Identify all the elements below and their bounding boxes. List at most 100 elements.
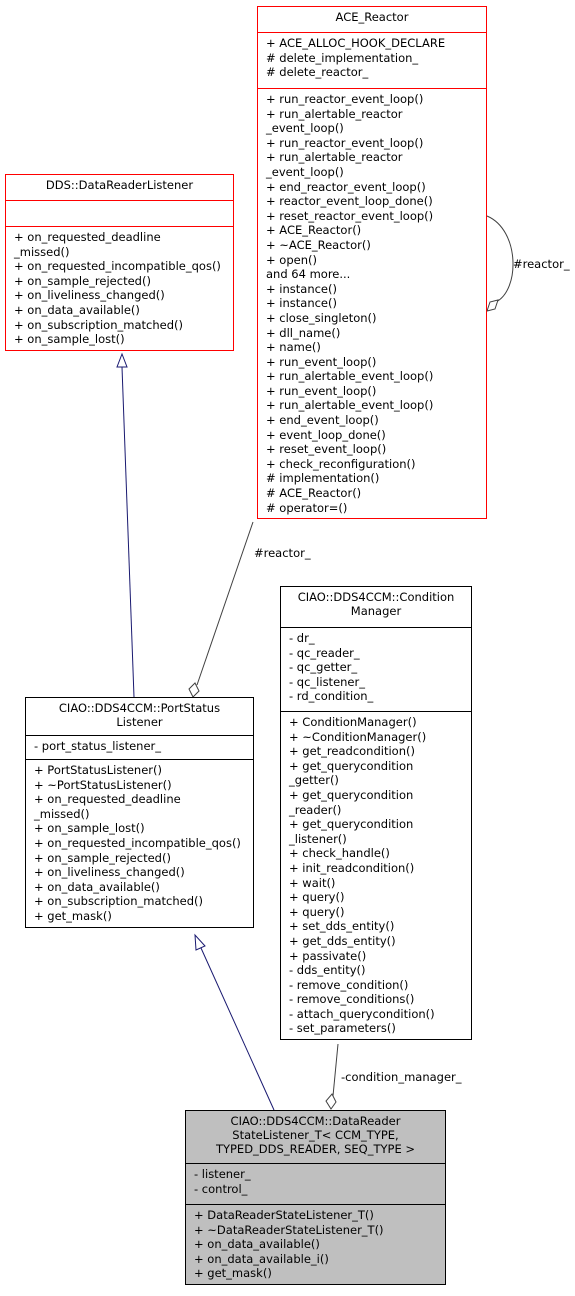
class-operation[interactable]: + close_singleton() — [266, 310, 377, 325]
class-operation[interactable]: + on_data_available() — [194, 1237, 320, 1252]
class-dds-datareaderlistener[interactable]: DDS::DataReaderListener + on_requested_d… — [5, 174, 234, 351]
class-attribute[interactable]: - qc_reader_ — [289, 645, 360, 660]
class-title-line: Manager — [350, 604, 402, 618]
class-operation[interactable]: - attach_querycondition() — [289, 1006, 435, 1021]
class-operation[interactable]: + passivate() — [289, 948, 367, 963]
class-operation[interactable]: + run_reactor_event_loop() — [266, 135, 424, 150]
class-operation[interactable]: + on_sample_rejected() — [14, 273, 151, 288]
class-operation[interactable]: + instance() — [266, 281, 337, 296]
class-attribute[interactable]: - control_ — [194, 1181, 248, 1196]
class-operation[interactable]: + run_alertable_event_loop() — [266, 398, 434, 413]
class-operation[interactable]: + wait() — [289, 875, 336, 890]
class-operation[interactable]: + on_liveliness_changed() — [14, 288, 165, 303]
class-operation[interactable]: + reset_reactor_event_loop() — [266, 208, 434, 223]
class-operation[interactable]: + get_mask() — [34, 908, 112, 923]
class-operation[interactable]: + init_readcondition() — [289, 860, 415, 875]
class-operation[interactable]: + dll_name() — [266, 325, 341, 340]
class-operation[interactable]: + on_data_available() — [14, 302, 140, 317]
class-operation[interactable]: _listener() — [289, 831, 347, 846]
class-operation[interactable]: + on_requested_incompatible_qos() — [14, 259, 221, 274]
class-attribute[interactable]: - rd_condition_ — [289, 689, 374, 704]
class-operation[interactable]: + on_subscription_matched() — [14, 317, 183, 332]
class-operation[interactable]: + on_sample_lost() — [14, 332, 125, 347]
class-operation[interactable]: + get_querycondition — [289, 817, 414, 832]
class-operation[interactable]: # implementation() — [266, 471, 380, 486]
class-operation[interactable]: + on_sample_lost() — [34, 821, 145, 836]
class-operation[interactable]: + query() — [289, 904, 345, 919]
class-operation[interactable]: # ACE_Reactor() — [266, 486, 362, 501]
class-operation[interactable]: + open() — [266, 252, 317, 267]
class-operation[interactable]: + get_mask() — [194, 1266, 272, 1281]
class-operation[interactable]: _event_loop() — [266, 121, 344, 136]
class-operation[interactable]: + run_event_loop() — [266, 383, 377, 398]
class-attribute[interactable]: + ACE_ALLOC_HOOK_DECLARE — [266, 36, 446, 50]
class-operation[interactable]: + get_dds_entity() — [289, 933, 396, 948]
class-operation[interactable]: + PortStatusListener() — [34, 763, 162, 777]
class-operations: + on_requested_deadline_missed()+ on_req… — [6, 226, 233, 350]
class-operation[interactable]: _event_loop() — [266, 164, 344, 179]
class-operation[interactable]: + ~ACE_Reactor() — [266, 237, 371, 252]
class-operations: + DataReaderStateListener_T()+ ~DataRead… — [186, 1204, 445, 1284]
class-attribute[interactable]: - dr_ — [289, 631, 315, 645]
class-attributes — [6, 200, 233, 226]
class-operation[interactable]: + run_event_loop() — [266, 354, 377, 369]
class-operation[interactable]: - remove_condition() — [289, 977, 409, 992]
class-attributes: - dr_- qc_reader_- qc_getter_- qc_listen… — [281, 627, 471, 711]
class-operation[interactable]: # operator=() — [266, 500, 348, 515]
class-operation[interactable]: + set_dds_entity() — [289, 919, 395, 934]
class-operation[interactable]: + ~DataReaderStateListener_T() — [194, 1222, 384, 1237]
class-operation[interactable]: + DataReaderStateListener_T() — [194, 1208, 374, 1222]
class-operation[interactable]: + on_liveliness_changed() — [34, 865, 185, 880]
class-title-line: CIAO::DDS4CCM::DataReader — [230, 1114, 401, 1128]
class-operation[interactable]: + on_requested_incompatible_qos() — [34, 835, 241, 850]
class-attribute[interactable]: # delete_implementation_ — [266, 50, 419, 65]
class-operation[interactable]: _getter() — [289, 773, 339, 788]
class-operation[interactable]: _reader() — [289, 802, 342, 817]
class-operation[interactable]: + get_querycondition — [289, 758, 414, 773]
class-operation[interactable]: _missed() — [14, 244, 70, 259]
class-operation[interactable]: + ~PortStatusListener() — [34, 777, 172, 792]
class-operation[interactable]: + check_reconfiguration() — [266, 456, 416, 471]
class-operation[interactable]: + ConditionManager() — [289, 715, 417, 729]
class-operation[interactable]: + on_subscription_matched() — [34, 894, 203, 909]
class-operation[interactable]: - dds_entity() — [289, 963, 366, 978]
class-operation[interactable]: + ~ConditionManager() — [289, 729, 427, 744]
class-operation[interactable]: - set_parameters() — [289, 1021, 396, 1036]
class-operation[interactable]: _missed() — [34, 806, 90, 821]
class-operation[interactable]: + check_handle() — [289, 846, 390, 861]
class-operation[interactable]: + event_loop_done() — [266, 427, 386, 442]
edge-label-reactor-self: #reactor_ — [513, 257, 570, 271]
class-operation[interactable]: + on_data_available_i() — [194, 1251, 329, 1266]
class-operation[interactable]: + end_event_loop() — [266, 413, 379, 428]
class-attribute[interactable]: # delete_reactor_ — [266, 65, 369, 80]
class-operation[interactable]: + get_readcondition() — [289, 744, 415, 759]
class-attribute[interactable]: - listener_ — [194, 1167, 251, 1181]
class-attribute[interactable]: - port_status_listener_ — [34, 739, 162, 753]
class-operation[interactable]: + reset_event_loop() — [266, 442, 387, 457]
class-operation[interactable]: + end_reactor_event_loop() — [266, 179, 426, 194]
class-title: DDS::DataReaderListener — [6, 175, 233, 200]
class-operation[interactable]: + run_alertable_event_loop() — [266, 369, 434, 384]
class-operation[interactable]: + ACE_Reactor() — [266, 223, 362, 238]
class-operation[interactable]: + query() — [289, 890, 345, 905]
class-operation[interactable]: + on_data_available() — [34, 879, 160, 894]
class-operation[interactable]: + get_querycondition — [289, 787, 414, 802]
class-operation[interactable]: + on_sample_rejected() — [34, 850, 171, 865]
class-attribute[interactable]: - qc_getter_ — [289, 660, 358, 675]
class-operation[interactable]: + on_requested_deadline — [34, 792, 181, 807]
class-operation[interactable]: + reactor_event_loop_done() — [266, 194, 433, 209]
class-attribute[interactable]: - qc_listener_ — [289, 674, 365, 689]
class-operation[interactable]: + run_reactor_event_loop() — [266, 92, 424, 106]
class-operation[interactable]: and 64 more... — [266, 267, 351, 282]
class-ace-reactor[interactable]: ACE_Reactor + ACE_ALLOC_HOOK_DECLARE# de… — [257, 6, 487, 520]
class-operation[interactable]: + run_alertable_reactor — [266, 150, 403, 165]
class-operation[interactable]: + name() — [266, 340, 321, 355]
class-operation[interactable]: + run_alertable_reactor — [266, 106, 403, 121]
class-operation[interactable]: + on_requested_deadline — [14, 230, 161, 244]
inheritance-edge-state-to-port — [200, 947, 275, 1111]
class-operation[interactable]: - remove_conditions() — [289, 992, 415, 1007]
class-operation[interactable]: + instance() — [266, 296, 337, 311]
